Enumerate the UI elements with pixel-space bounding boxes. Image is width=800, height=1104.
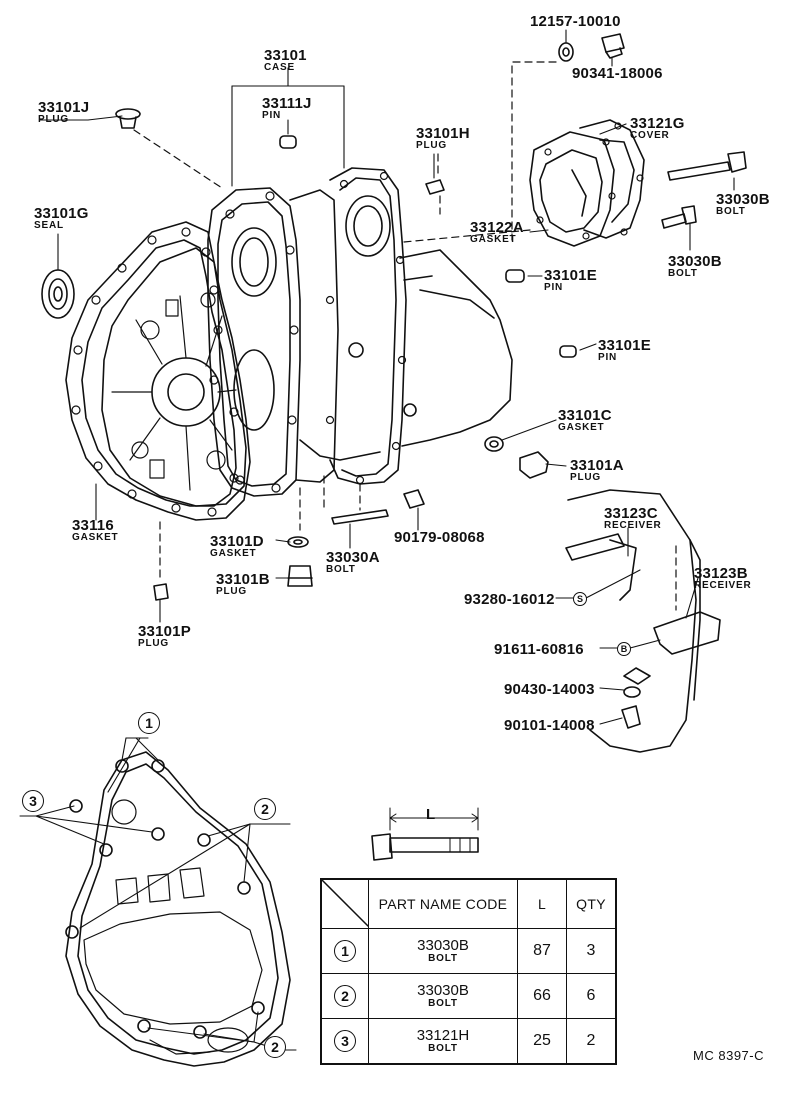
marker-b: B [617, 642, 631, 656]
table-cell-ref: 1 [320, 928, 369, 974]
leader-lines [39, 29, 735, 725]
label-90430-14003: 90430-14003 [504, 681, 595, 698]
label-91611-60816: 91611-60816 [494, 641, 584, 658]
label-90341-18006: 90341-18006 [572, 65, 663, 82]
table-cell-qty: 2 [566, 1018, 617, 1065]
table-header-row: PART NAME CODE L QTY [320, 878, 617, 929]
catalog-code: MC 8397-C [693, 1048, 764, 1063]
table-header-l: L [517, 878, 567, 929]
table-header-ref [320, 878, 369, 929]
table-cell-ref: 3 [320, 1018, 369, 1065]
label-12157-10010: 12157-10010 [530, 13, 621, 30]
label-93280-16012: 93280-16012 [464, 591, 555, 608]
table-header-qty: QTY [566, 878, 617, 929]
table-cell-ref: 2 [320, 973, 369, 1019]
exploded-view-dashed-lines [133, 61, 677, 611]
cover-gasket-drawing [529, 119, 747, 247]
ref-marker-1: 1 [138, 712, 160, 734]
small-parts-drawing [41, 33, 625, 319]
table-cell-qty: 3 [566, 928, 617, 974]
dimension-label-l: L [426, 806, 436, 823]
marker-s: S [573, 592, 587, 606]
label-90101-14008: 90101-14008 [504, 717, 595, 734]
table-cell-qty: 6 [566, 973, 617, 1019]
right-small-parts-drawing [484, 269, 577, 479]
bell-housing-plate-drawing [101, 247, 247, 507]
ref-marker-3: 3 [22, 790, 44, 812]
receiver-plate-drawing [565, 489, 721, 753]
bolt-pattern-view [19, 737, 297, 1067]
table-cell-l: 66 [517, 973, 567, 1019]
table-header-part-name-code: PART NAME CODE [368, 878, 518, 929]
bolt-dimension-drawing [371, 807, 479, 861]
ref-marker-2-upper: 2 [254, 798, 276, 820]
case-33101-drawing [207, 167, 513, 497]
ref-marker-2-lower: 2 [264, 1036, 286, 1058]
bottom-small-parts-drawing [153, 489, 425, 601]
gasket-33116-drawing [65, 221, 251, 521]
table-cell-l: 25 [517, 1018, 567, 1065]
label-90179-08068: 90179-08068 [394, 529, 485, 546]
table-cell-l: 87 [517, 928, 567, 974]
